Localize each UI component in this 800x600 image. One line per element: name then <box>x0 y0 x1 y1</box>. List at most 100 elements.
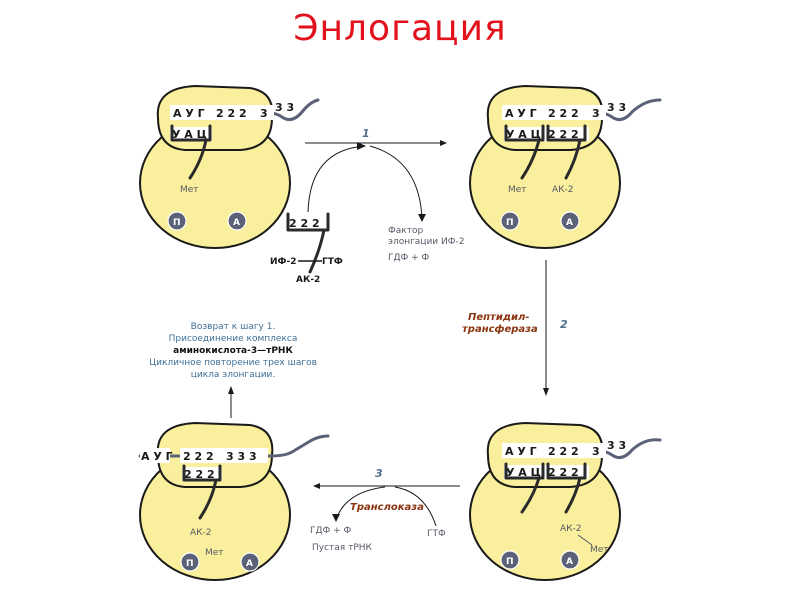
incoming-curve <box>307 145 366 213</box>
site-p-label: П <box>506 557 514 567</box>
site-a <box>560 550 580 570</box>
site-p-label: П <box>186 559 194 569</box>
label-ak2: АК-2 <box>190 528 212 538</box>
site-p <box>500 550 520 570</box>
site-p-label: П <box>506 218 514 228</box>
codon-3: 3 <box>592 445 600 458</box>
site-a-label: А <box>566 557 573 567</box>
slide-title: Энлогация <box>293 8 507 49</box>
codon-222: 2 2 2 <box>548 445 579 458</box>
label-gdf-step3: ГДФ + Ф <box>310 526 352 536</box>
arrowhead <box>228 386 234 394</box>
step-2-number: 2 <box>560 318 568 331</box>
site-a-label: А <box>566 218 573 228</box>
mrna-strand <box>138 434 330 458</box>
enzyme-peptidyl-line1: Пептидил- <box>468 312 529 323</box>
trna-met <box>170 124 212 180</box>
label-met: Мет <box>180 185 199 195</box>
enzyme-translocase: Транслоказа <box>350 502 424 513</box>
note-line3: аминокислота-3—тРНК <box>173 346 293 356</box>
label-gtf-step3: ГТФ <box>427 529 446 539</box>
return-note: Возврат к шагу 1. Присоединение комплекс… <box>149 322 317 418</box>
incoming-codon-box <box>286 215 330 230</box>
enzyme-peptidyl-line2: трансфераза <box>462 323 538 335</box>
site-p-label: П <box>173 218 181 228</box>
anticodon-uac: У А Ц <box>172 128 207 141</box>
step-3-number: 3 <box>375 467 383 480</box>
codon-3: 3 <box>592 107 600 120</box>
codon-aug: А У Г <box>505 107 537 120</box>
arrowhead <box>332 514 340 522</box>
arrowhead <box>418 214 426 222</box>
panel-1: А У Г 2 2 2 3 3 3 У А Ц Мет П А <box>139 84 320 249</box>
arrowhead <box>440 140 447 146</box>
site-a <box>240 552 260 572</box>
arrowhead <box>543 388 549 396</box>
note-line1: Возврат к шагу 1. <box>191 322 276 332</box>
codon-box-exit <box>140 448 170 463</box>
arrowhead <box>313 483 320 489</box>
anticodon-222: 2 2 2 <box>548 128 579 141</box>
anticodon-box <box>182 467 222 481</box>
step-1-number: 1 <box>362 127 370 140</box>
site-p <box>180 552 200 572</box>
site-a-label: А <box>246 559 253 569</box>
codon-333: 3 3 3 <box>226 450 257 463</box>
step-2: Пептидил- трансфераза 2 <box>462 260 568 396</box>
label-gtf: ГТФ <box>322 257 343 267</box>
codon-box <box>180 448 268 463</box>
site-a <box>560 211 580 231</box>
codon-222: 2 2 2 <box>548 107 579 120</box>
codon-aug: А У Г <box>173 107 205 120</box>
gtf-curve <box>394 486 437 527</box>
codon-aug: А У Г <box>141 450 173 463</box>
factor-line1: Фактор <box>388 226 423 236</box>
anticodon-uac: У А Ц <box>506 128 541 141</box>
trna-met <box>504 124 545 180</box>
panel-4: А У Г 2 2 2 3 3 3 2 2 2 АК-2 Мет П А <box>138 421 330 581</box>
codon-box <box>170 105 274 120</box>
label-if2: ИФ-2 <box>270 257 296 267</box>
panel-2: А У Г 2 2 2 3 3 3 У А Ц 2 2 2 Мет АК-2 П… <box>469 84 662 249</box>
codon-33: 3 3 <box>607 439 626 452</box>
anticodon-222: 2 2 2 <box>548 466 579 479</box>
note-line5: цикла элонгации. <box>191 370 276 380</box>
label-ak2-incoming: АК-2 <box>296 275 320 285</box>
trna-ak2 <box>182 464 222 520</box>
arrowhead <box>357 142 366 150</box>
incoming-trna <box>286 212 330 274</box>
anticodon-box <box>170 127 212 141</box>
label-empty-trna: Пустая тРНК <box>312 543 373 553</box>
anticodon-uac: У А Ц <box>506 466 541 479</box>
codon-box <box>502 443 606 458</box>
codon-33: 3 3 <box>275 101 294 114</box>
factor-gdf: ГДФ + Ф <box>388 253 430 263</box>
trna-ak2 <box>546 124 587 180</box>
codon-33: 3 3 <box>607 101 626 114</box>
label-ak2: АК-2 <box>560 524 582 534</box>
site-a <box>227 211 247 231</box>
site-a-label: А <box>233 218 240 228</box>
note-line4: Цикличное повторение трех шагов <box>149 358 317 368</box>
codon-box <box>502 105 606 120</box>
incoming-anticodon-222: 2 2 2 <box>289 217 320 230</box>
anticodon-222: 2 2 2 <box>184 468 215 481</box>
outgoing-curve <box>369 145 423 221</box>
codon-222: 2 2 2 <box>216 107 247 120</box>
trna-ak2 <box>546 462 587 514</box>
note-line2: Присоединение комплекса <box>169 334 298 344</box>
label-met: Мет <box>205 548 224 558</box>
label-ak2: АК-2 <box>552 185 574 195</box>
step-3: 3 Транслоказа ГТФ ГДФ + Ф Пустая тРНК <box>310 467 460 553</box>
label-met: Мет <box>590 545 609 555</box>
codon-3: 3 <box>260 107 268 120</box>
site-p <box>167 211 187 231</box>
codon-222: 2 2 2 <box>183 450 214 463</box>
panel-3: А У Г 2 2 2 3 3 3 У А Ц 2 2 2 АК-2 Мет П… <box>469 421 662 581</box>
site-p <box>500 211 520 231</box>
factor-line2: элонгации ИФ-2 <box>388 237 464 247</box>
leader-line <box>577 534 593 546</box>
trna-empty <box>504 462 545 514</box>
codon-aug: А У Г <box>505 445 537 458</box>
